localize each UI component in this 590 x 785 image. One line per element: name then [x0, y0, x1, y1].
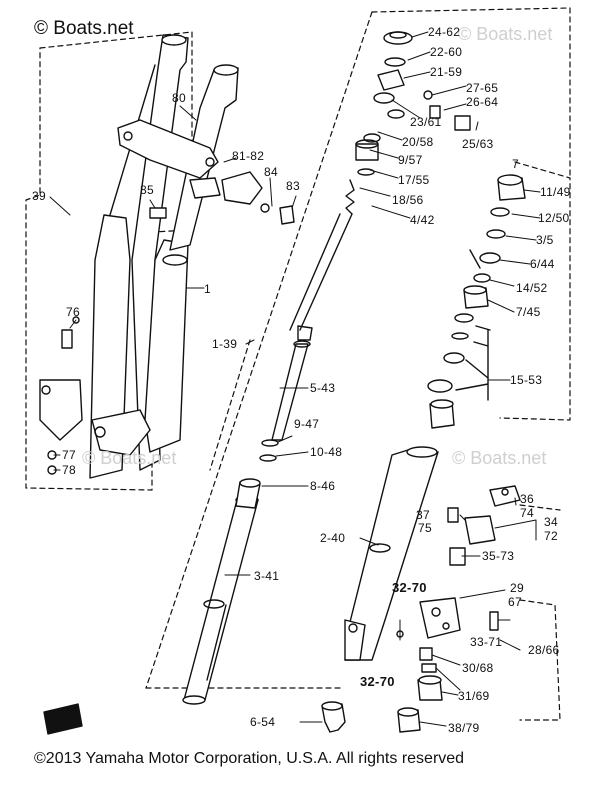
- oil-seals-and-rings: [427, 174, 526, 429]
- callout-6-54: 6-54: [250, 715, 276, 729]
- leader-lines: [49, 31, 541, 727]
- callout-83: 83: [286, 179, 300, 193]
- callout-72: 72: [544, 529, 558, 543]
- callout-32-70-bottom: 32-70: [360, 674, 395, 689]
- callout-77: 77: [62, 448, 76, 462]
- callout-76: 76: [66, 305, 80, 319]
- front-direction-arrow: [43, 703, 83, 735]
- callout-81-82: 81-82: [232, 149, 265, 163]
- inner-fork-tube: [182, 495, 259, 705]
- callout-3-41: 3-41: [254, 569, 280, 583]
- callout-3-5: 3/5: [536, 233, 554, 247]
- triple-clamp: [117, 119, 263, 205]
- callout-20-58: 20/58: [402, 135, 434, 149]
- fork-spring: [289, 179, 355, 331]
- right-group-boundary: [499, 161, 571, 721]
- left-outer-tube: [39, 34, 189, 479]
- callout-1: 1: [204, 282, 211, 296]
- callout-18-56: 18/56: [392, 193, 424, 207]
- callout-84: 84: [264, 165, 278, 179]
- watermark-site: © Boats.net: [34, 18, 134, 39]
- callout-14-52: 14/52: [516, 281, 548, 295]
- callout-34: 34: [544, 515, 558, 529]
- callout-38-79: 38/79: [448, 721, 480, 735]
- right-outer-tube: [344, 446, 439, 661]
- callout-30-68: 30/68: [462, 661, 494, 675]
- callout-37: 37: [416, 508, 430, 522]
- callout-67: 67: [508, 595, 522, 609]
- center-group-boundary: [145, 7, 571, 689]
- callout-26-64: 26-64: [466, 95, 499, 109]
- callout-7-45: 7/45: [516, 305, 541, 319]
- callout-22-60: 22-60: [430, 45, 463, 59]
- callout-78: 78: [62, 463, 76, 477]
- callout-31-69: 31/69: [458, 689, 490, 703]
- watermark-ghost-2: © Boats.net: [82, 448, 177, 468]
- callout-29: 29: [510, 581, 524, 595]
- callout-1-39: 1-39: [212, 337, 238, 351]
- callout-35-73: 35-73: [482, 549, 515, 563]
- callout-7: 7: [512, 157, 519, 171]
- callout-27-65: 27-65: [466, 81, 499, 95]
- left-fork-group-boundary: [25, 31, 193, 491]
- callout-10-48: 10-48: [310, 445, 343, 459]
- callout-9-47: 9-47: [294, 417, 320, 431]
- callout-5-43: 5-43: [310, 381, 336, 395]
- callout-9-57: 9/57: [398, 153, 423, 167]
- callout-23-61: 23/61: [410, 115, 442, 129]
- callout-8-46: 8-46: [310, 479, 336, 493]
- callout-24-62: 24-62: [428, 25, 461, 39]
- callout-33-71: 33-71: [470, 635, 503, 649]
- callout-25-63: 25/63: [462, 137, 494, 151]
- callout-12-50: 12/50: [538, 211, 570, 225]
- callout-85: 85: [140, 183, 154, 197]
- callout-39: 39: [32, 189, 46, 203]
- callout-75: 75: [418, 521, 432, 535]
- callout-74: 74: [520, 506, 534, 520]
- callout-15-53: 15-53: [510, 373, 543, 387]
- callout-21-59: 21-59: [430, 65, 463, 79]
- fork-cap-parts: [355, 31, 471, 176]
- callout-36: 36: [520, 492, 534, 506]
- damper-rod: [259, 325, 313, 462]
- copyright-footer: ©2013 Yamaha Motor Corporation, U.S.A. A…: [34, 750, 465, 767]
- small-bolts: [47, 203, 295, 475]
- spacer: [235, 478, 261, 509]
- callout-28-66: 28/66: [528, 643, 560, 657]
- callout-17-55: 17/55: [398, 173, 430, 187]
- callout-80: 80: [172, 91, 186, 105]
- watermark-ghost-3: © Boats.net: [452, 448, 547, 468]
- callout-11-49: 11/49: [540, 185, 571, 199]
- callout-4-42: 4/42: [410, 213, 435, 227]
- callout-2-40: 2-40: [320, 531, 346, 545]
- axle-holder-parts: [321, 485, 521, 733]
- callout-6-44: 6/44: [530, 257, 555, 271]
- callout-32-70-top: 32-70: [392, 580, 427, 595]
- watermark-ghost-1: © Boats.net: [458, 24, 553, 44]
